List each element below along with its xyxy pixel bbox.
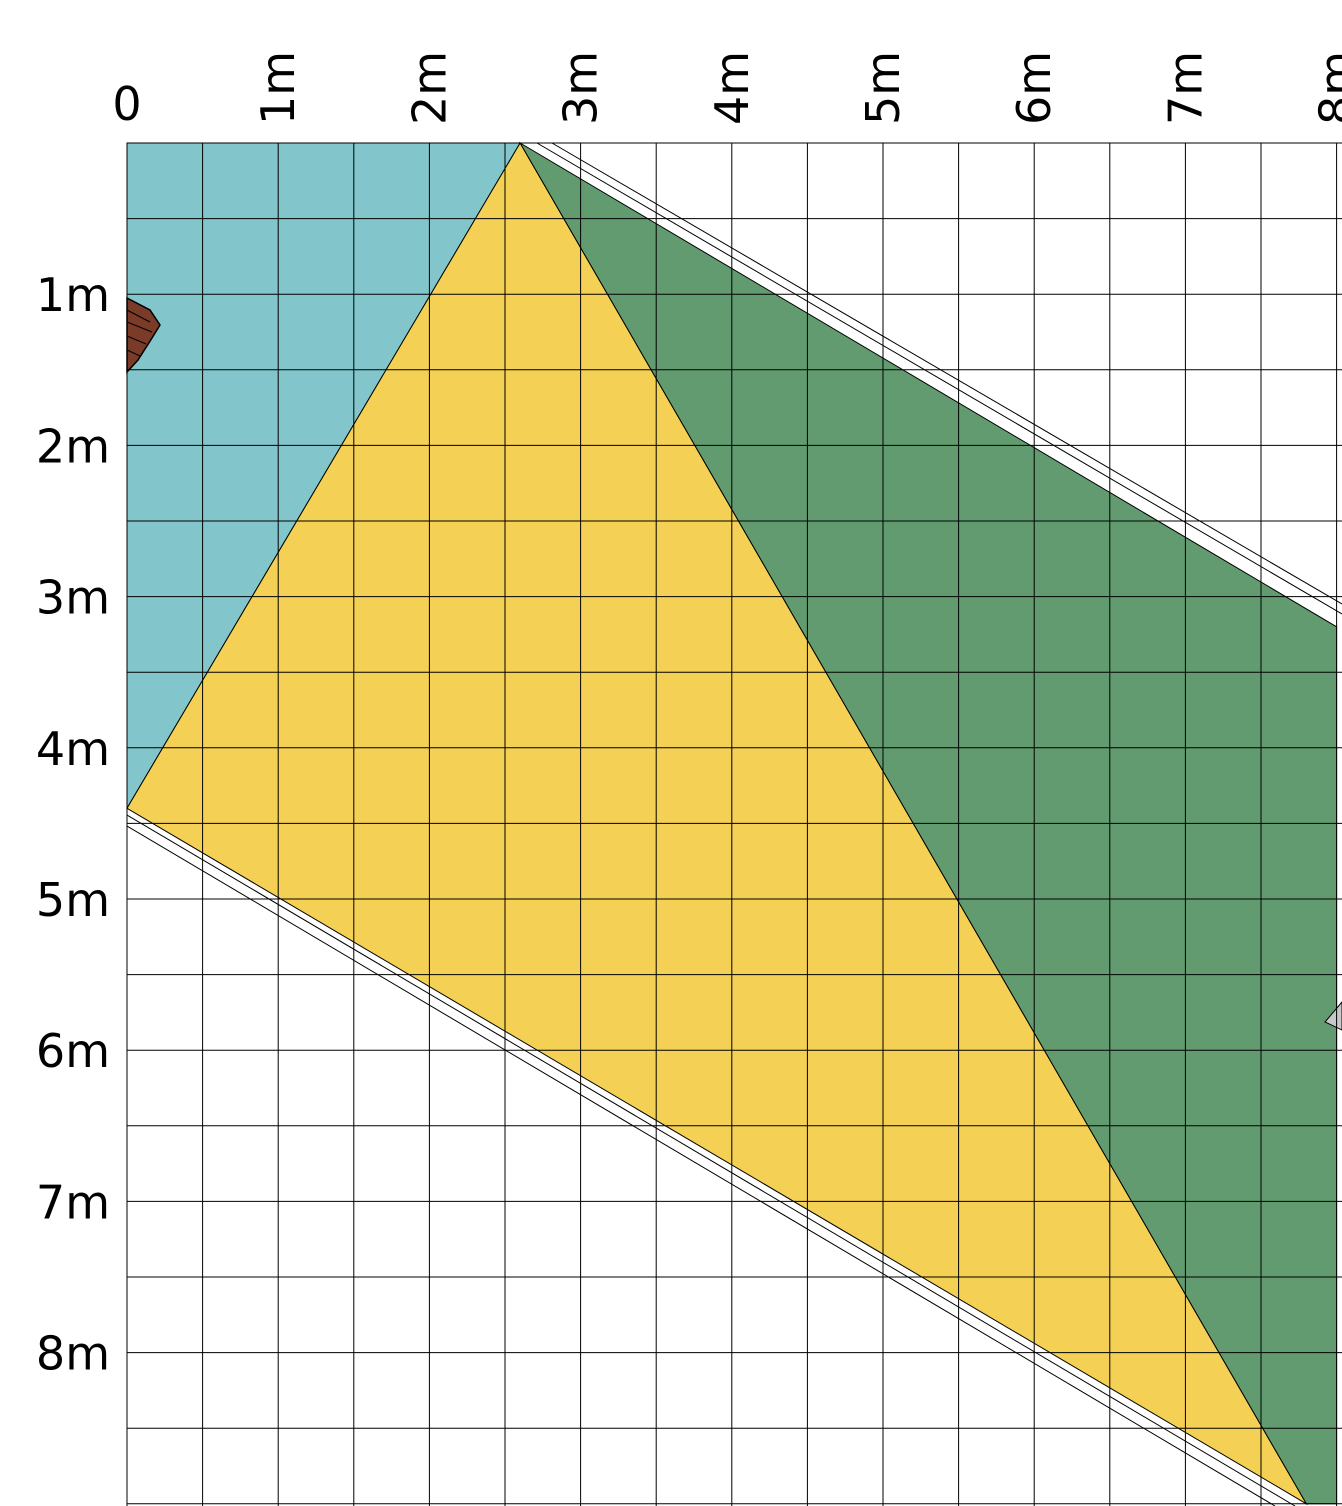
x-axis-label: 3m (554, 51, 608, 125)
x-axis-label: 0 (112, 77, 141, 131)
y-axis-label: 1m (36, 268, 110, 322)
x-axis-label: 2m (402, 51, 456, 125)
y-axis-label: 6m (36, 1024, 110, 1078)
y-axis-label: 8m (36, 1327, 110, 1381)
y-axis-label: 4m (36, 722, 110, 776)
dock-board-line (126, 309, 151, 323)
map-features (126, 296, 1342, 1031)
x-axis-labels: 0 1m 2m 3m 4m 5m 6m 7m 8m (112, 51, 1342, 131)
rock-icon (1324, 1001, 1342, 1031)
x-axis-label: 1m (251, 51, 305, 125)
upper-edge-line (551, 142, 1342, 605)
dock-board-line (126, 349, 141, 357)
y-axis-label: 7m (36, 1175, 110, 1229)
y-axis-labels: 1m 2m 3m 4m 5m 6m 7m 8m (36, 268, 110, 1380)
lower-edge-line (126, 825, 1276, 1506)
x-axis-label: 7m (1158, 51, 1212, 125)
terrain-edges (126, 142, 1342, 1506)
dock-board-line (126, 335, 147, 345)
x-axis-label: 4m (705, 51, 759, 125)
x-axis-label: 6m (1007, 51, 1061, 125)
x-axis-label: 8m (1310, 51, 1342, 125)
x-axis-label: 5m (856, 51, 910, 125)
y-axis-label: 3m (36, 571, 110, 625)
y-axis-label: 5m (36, 873, 110, 927)
upper-edge-line (536, 142, 1342, 615)
map-grid (126, 142, 1342, 1506)
y-axis-label: 2m (36, 419, 110, 473)
dock-board-line (126, 321, 153, 333)
lower-edge-line (126, 814, 1296, 1506)
